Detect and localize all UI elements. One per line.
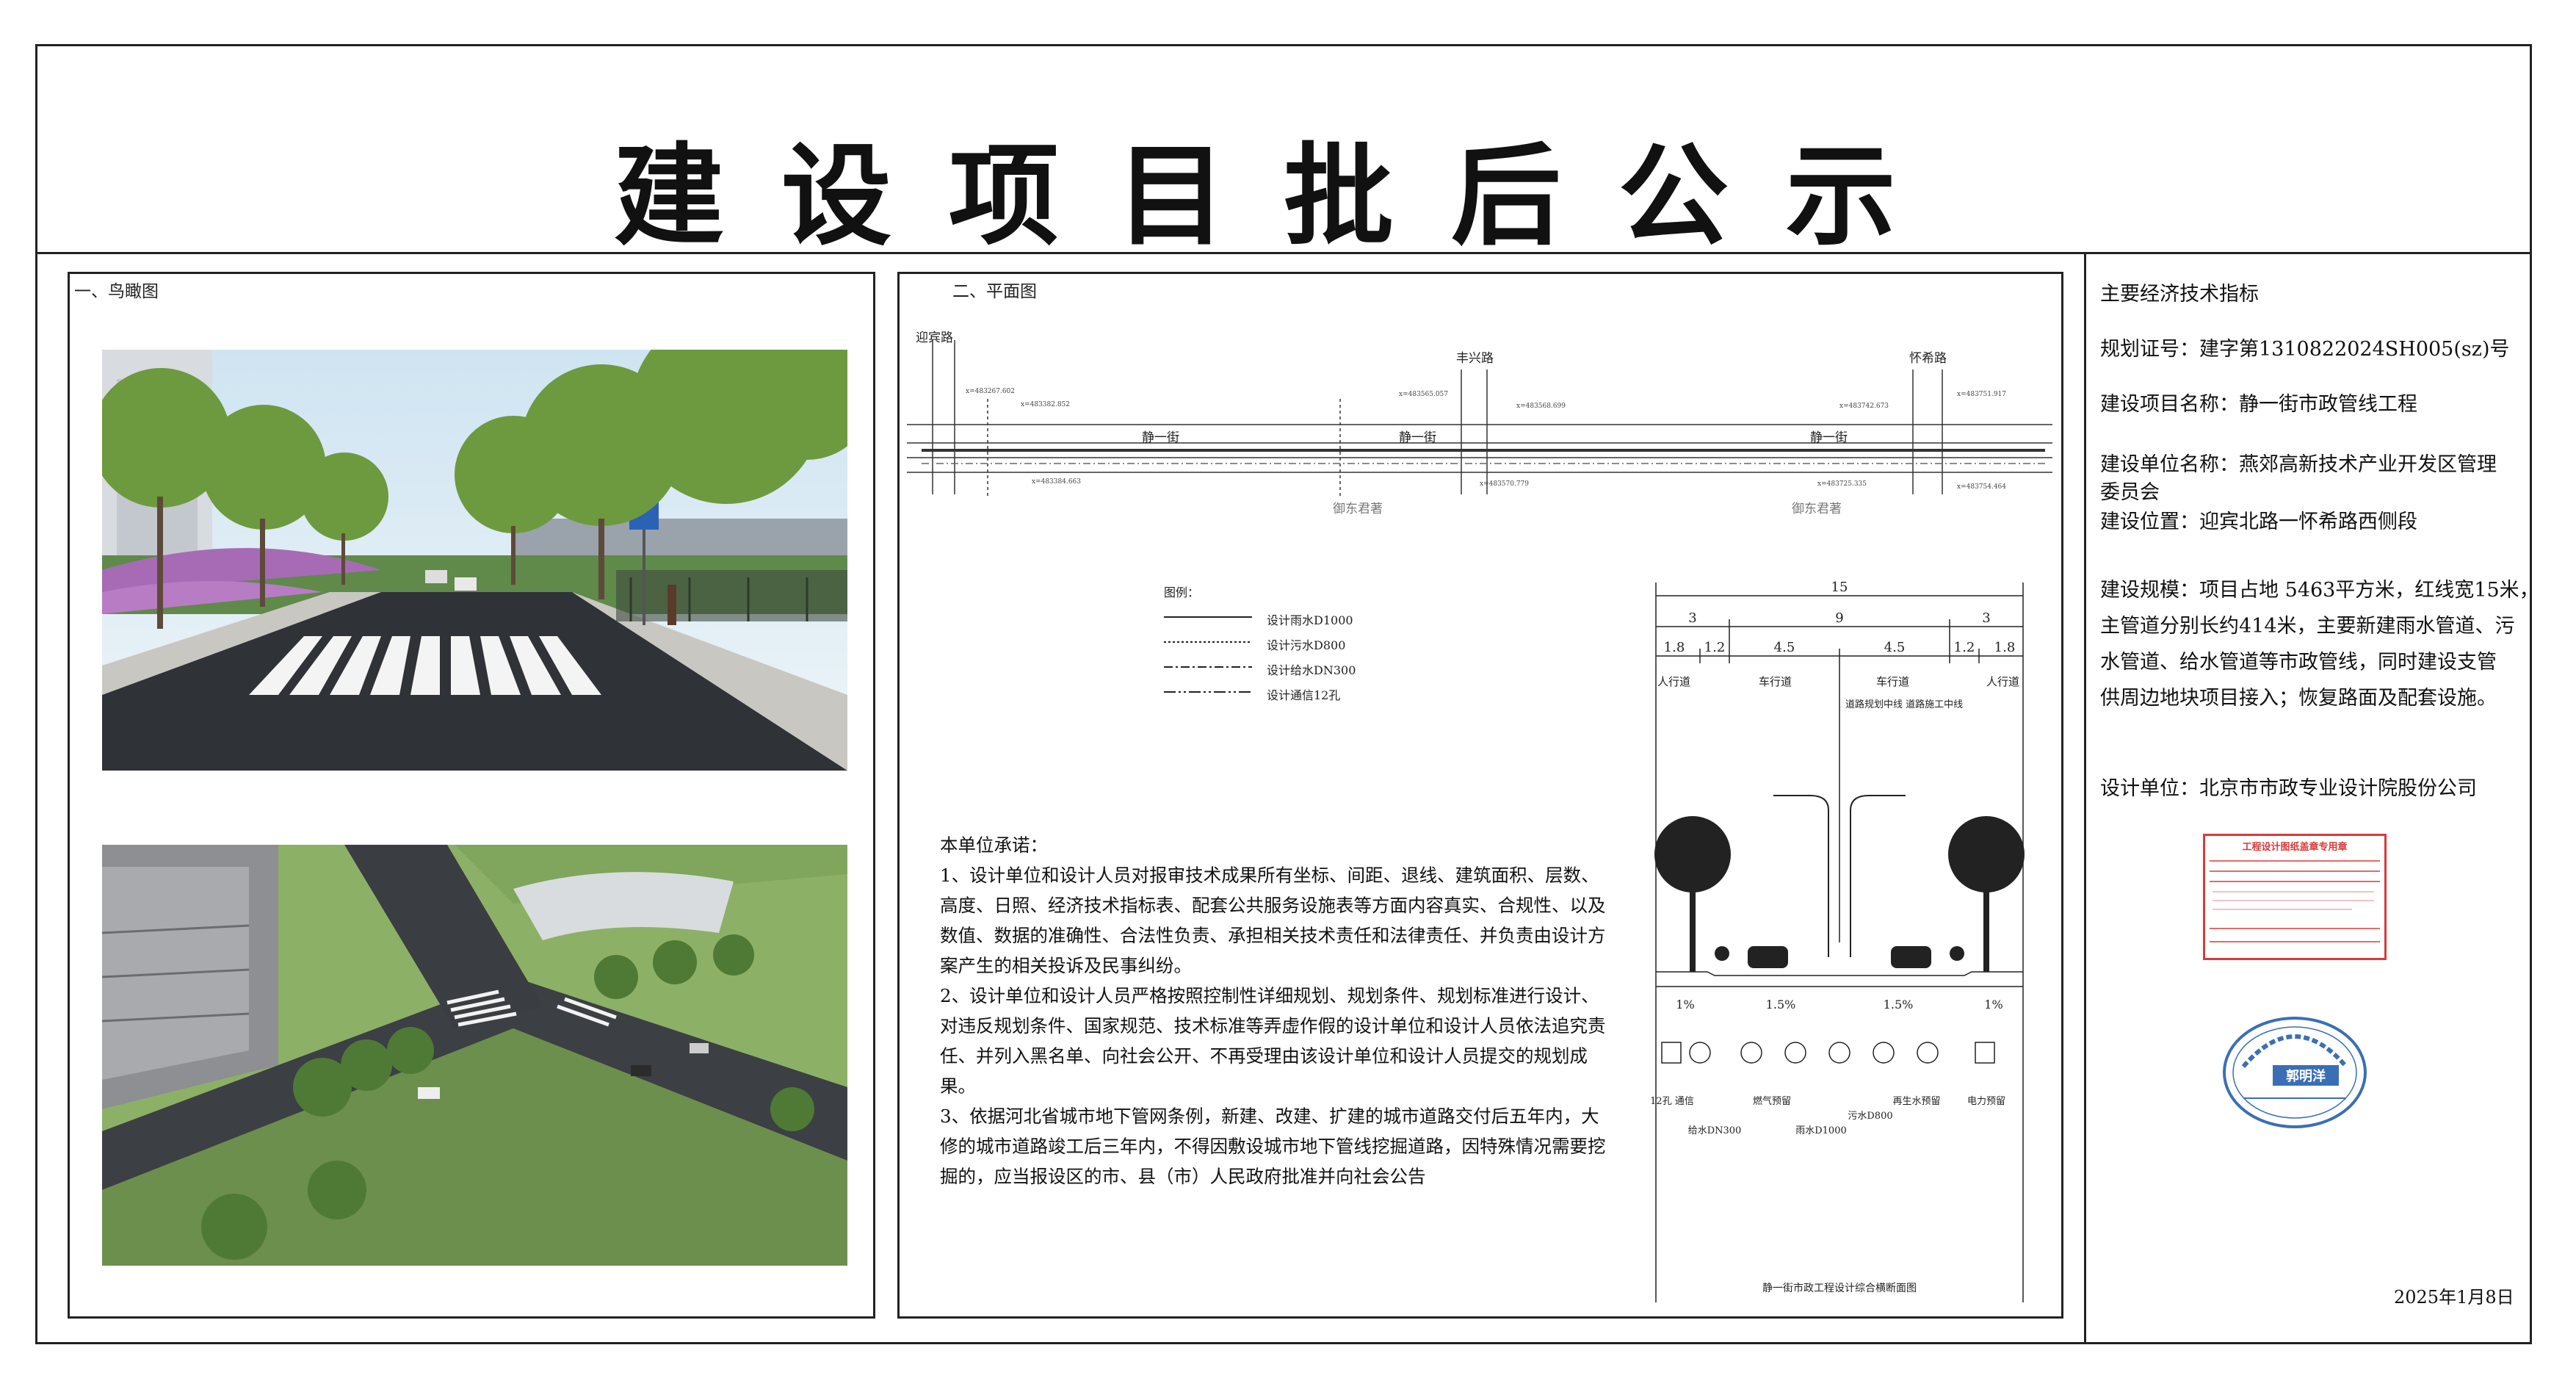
pipe-sewer: 污水D800 <box>1848 1111 1892 1122</box>
approval-stamp: 工程设计图纸盖章专用章 <box>2203 834 2387 960</box>
legend-sewer: 设计污水D800 <box>1267 638 1346 652</box>
street-label-jingyi-1: 静一街 <box>1142 430 1179 445</box>
legend-lines <box>1164 616 1252 693</box>
svg-text:x=483754.464: x=483754.464 <box>1957 483 2006 491</box>
info-scale-c: 水管道、给水管道等市政管线，同时建设支管 <box>2100 651 2497 674</box>
svg-text:x=483267.602: x=483267.602 <box>966 388 1015 395</box>
dim-side-left: 3 <box>1688 610 1696 626</box>
dim-w4: 4.5 <box>1884 640 1906 655</box>
aerial-heading: 一、鸟瞰图 <box>74 282 159 301</box>
svg-text:x=483384.663: x=483384.663 <box>1032 478 1081 486</box>
lane-walk-left: 人行道 <box>1657 675 1690 688</box>
section-caption: 静一街市政工程设计综合横断面图 <box>1762 1282 1917 1294</box>
pipe-water: 给水DN300 <box>1688 1125 1742 1136</box>
lane-walk-right: 人行道 <box>1986 675 2019 688</box>
legend-title: 图例： <box>1164 585 1200 599</box>
street-label-huaixi: 怀希路 <box>1909 351 1947 366</box>
approval-stamp-lines <box>2210 860 2380 942</box>
cross-section-drawing: 15 3 9 3 1.8 1.2 4.5 4.5 1.2 1.8 人行道 车行道… <box>1650 580 2025 1302</box>
slope-right: 1% <box>1984 998 2002 1012</box>
aerial-render-image <box>102 845 847 1266</box>
dim-mid: 9 <box>1835 610 1843 626</box>
street-label-jingyi-3: 静一街 <box>1810 430 1848 445</box>
slope-mid-right: 1.5% <box>1884 998 1914 1012</box>
plan-map-drawing: 迎宾路 丰兴路 怀希路 静一街 静一街 静一街 御东君著 御东君著 x=4832… <box>907 331 2052 516</box>
svg-text:x=483565.057: x=483565.057 <box>1399 391 1448 398</box>
lane-car-left: 车行道 <box>1759 675 1792 688</box>
svg-text:x=483742.673: x=483742.673 <box>1839 403 1889 410</box>
commitment-p1: 1、设计单位和设计人员对报审技术成果所有坐标、间距、退线、建筑面积、层数、高度、… <box>940 865 1606 976</box>
dim-total: 15 <box>1831 580 1848 595</box>
legend-storm: 设计雨水D1000 <box>1267 613 1353 627</box>
legend-water: 设计给水DN300 <box>1267 663 1356 677</box>
street-label-jingyi-2: 静一街 <box>1399 430 1436 445</box>
dim-w6: 1.8 <box>1994 640 2016 655</box>
info-scale-a: 建设规模：项目占地 5463平方米，红线宽15米， <box>2100 579 2539 602</box>
outer-frame <box>35 44 2532 1344</box>
commitment-text: 本单位承诺： 1、设计单位和设计人员对报审技术成果所有坐标、间距、退线、建筑面积… <box>940 830 1616 1191</box>
svg-text:x=483382.852: x=483382.852 <box>1021 401 1070 408</box>
land-label-1: 御东君著 <box>1333 502 1383 516</box>
land-label-2: 御东君著 <box>1792 502 1842 516</box>
commitment-p2: 2、设计单位和设计人员严格按照控制性详细规划、规划条件、规划标准进行设计、对违反… <box>940 985 1606 1097</box>
svg-text:x=483751.917: x=483751.917 <box>1957 391 2006 398</box>
info-heading: 主要经济技术指标 <box>2100 283 2259 306</box>
plan-panel: 二、平面图 迎宾路 丰兴路 怀希路 静一街 静一街 静一街 御东君著 <box>897 272 2063 1319</box>
pipe-reclaimed: 再生水预留 <box>1892 1096 1940 1107</box>
dim-w3: 4.5 <box>1774 640 1795 655</box>
street-render-image <box>102 350 847 771</box>
info-scale-d: 供周边地块项目接入；恢复路面及配套设施。 <box>2100 687 2497 710</box>
page-title: 建设项目批后公示 <box>613 133 1953 261</box>
street-label-fengxing: 丰兴路 <box>1456 351 1494 366</box>
commitment-head: 本单位承诺： <box>940 834 1048 856</box>
slope-mid-left: 1.5% <box>1766 998 1796 1012</box>
info-unit-b: 委员会 <box>2100 481 2160 504</box>
lane-car-right: 车行道 <box>1876 675 1909 688</box>
title-band: 建设项目批后公示 <box>35 44 2532 261</box>
info-scale-b: 主管道分别长约414米，主要新建雨水管道、污 <box>2100 615 2515 638</box>
svg-text:x=483570.779: x=483570.779 <box>1480 480 1529 488</box>
info-project: 建设项目名称：静一街市政管线工程 <box>2100 393 2417 416</box>
info-unit-a: 建设单位名称：燕郊高新技术产业开发区管理 <box>2100 453 2497 476</box>
street-label-yingbin: 迎宾路 <box>916 331 953 345</box>
svg-text:x=483725.335: x=483725.335 <box>1817 480 1867 488</box>
approval-stamp-title: 工程设计图纸盖章专用章 <box>2242 842 2348 853</box>
registered-seal: 郭明洋 <box>2221 1014 2368 1131</box>
dim-side-right: 3 <box>1982 610 1990 626</box>
dim-w1: 1.8 <box>1664 640 1685 655</box>
info-date: 2025年1月8日 <box>2394 1287 2514 1308</box>
info-designer: 设计单位：北京市市政专业设计院股份公司 <box>2100 777 2477 800</box>
aerial-panel: 一、鸟瞰图 <box>68 272 875 1319</box>
pipe-storm: 雨水D1000 <box>1795 1125 1847 1136</box>
info-permit: 规划证号：建字第1310822024SH005(sz)号 <box>2100 338 2510 361</box>
pipe-gas: 燃气预留 <box>1753 1095 1791 1107</box>
pipe-power: 电力预留 <box>1967 1096 2005 1107</box>
plan-heading: 二、平面图 <box>952 282 1037 301</box>
dim-w5: 1.2 <box>1954 640 1975 655</box>
info-divider <box>2084 254 2086 1344</box>
seal-name: 郭明洋 <box>2286 1069 2326 1084</box>
commitment-p3: 3、依据河北省城市地下管网条例，新建、改建、扩建的城市道路交付后五年内，大修的城… <box>940 1106 1606 1187</box>
legend-telecom: 设计通信12孔 <box>1267 688 1341 702</box>
dim-w2: 1.2 <box>1704 640 1726 655</box>
svg-text:x=483568.699: x=483568.699 <box>1516 403 1566 410</box>
slope-left: 1% <box>1676 998 1694 1012</box>
center-note: 道路规划中线 道路施工中线 <box>1845 699 1963 710</box>
pipe-telecom: 12孔 通信 <box>1650 1096 1694 1107</box>
info-location: 建设位置：迎宾北路一怀希路西侧段 <box>2100 511 2417 533</box>
